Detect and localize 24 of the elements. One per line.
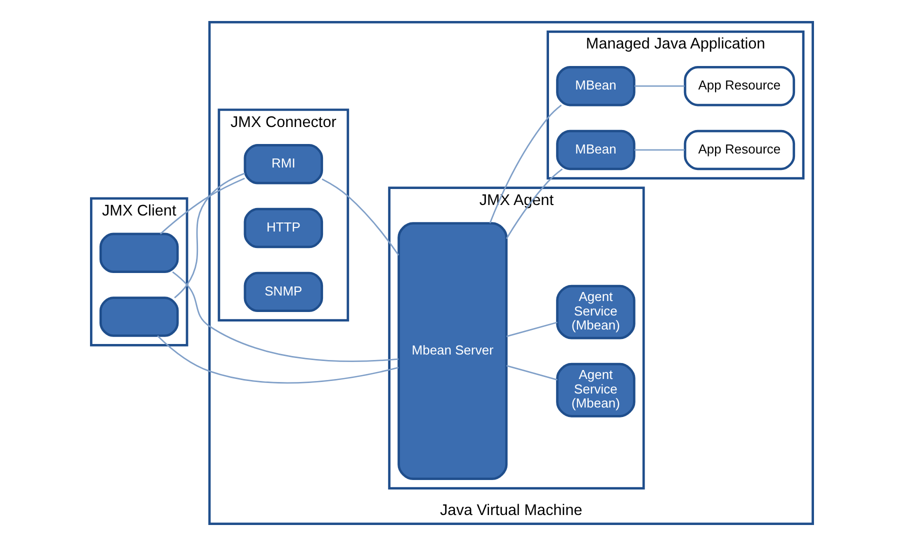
node-box: App Resource (684, 130, 796, 170)
node-box: Mbean Server (398, 222, 508, 480)
node-box: HTTP (244, 208, 324, 248)
cluster: JMX Client (90, 197, 188, 346)
node-box: Agent Service (Mbean) (556, 362, 636, 418)
connector (506, 365, 558, 380)
connector (172, 271, 399, 362)
node-box: RMI (244, 144, 324, 184)
connector (174, 172, 246, 298)
node-box: SNMP (244, 272, 324, 312)
connector (506, 168, 563, 240)
connector (322, 178, 400, 256)
connector (157, 335, 399, 384)
node-box (99, 296, 179, 337)
connector (506, 322, 558, 338)
connector (160, 178, 245, 234)
node-box: Agent Service (Mbean) (556, 284, 636, 340)
node-box: App Resource (684, 66, 796, 106)
node-box: MBean (556, 130, 636, 170)
connector (634, 85, 685, 87)
node-box (99, 232, 179, 273)
node-box: MBean (556, 66, 636, 106)
connector (489, 104, 562, 224)
connector (634, 149, 685, 151)
